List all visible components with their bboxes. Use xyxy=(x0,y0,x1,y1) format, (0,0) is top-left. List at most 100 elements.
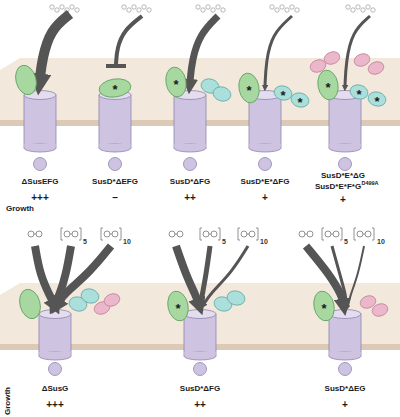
glycan-unit xyxy=(28,231,42,237)
strain-label: ΔSusG xyxy=(42,385,69,393)
superscript: D499A xyxy=(361,181,378,187)
glycan-unit xyxy=(357,231,371,237)
repeat-bracket xyxy=(61,228,81,240)
glycan-import-arrow xyxy=(348,246,364,306)
glycan-chain xyxy=(196,5,225,12)
glycan-unit xyxy=(241,231,255,237)
mutation-asterisk: * xyxy=(175,302,180,315)
growth-score: – xyxy=(112,193,118,203)
sus-d xyxy=(237,71,262,104)
repeat-bracket xyxy=(354,228,374,240)
strain-label: SusD*ΔEG xyxy=(325,385,366,393)
sus-e-domain xyxy=(348,83,369,101)
glycan-import-arrow xyxy=(190,16,218,82)
glycan-unit xyxy=(169,231,183,237)
strain-label: ΔSusEFG xyxy=(22,178,59,186)
glycan-unit xyxy=(299,231,313,237)
sus-f-domain xyxy=(366,60,385,77)
periplasmic-domain xyxy=(339,158,352,171)
glycan-import-arrow xyxy=(201,246,210,302)
sus-c-barrel xyxy=(99,91,131,153)
glycan-import-arrow xyxy=(265,16,292,86)
repeat-bracket xyxy=(101,228,121,240)
row-label: Growth xyxy=(4,387,12,415)
sus-e-domain xyxy=(225,289,246,307)
glycan-unit xyxy=(325,231,339,237)
glycan-import-arrow xyxy=(116,16,142,64)
sus-f-domain xyxy=(352,52,371,69)
glycan-import-arrow xyxy=(345,16,370,86)
sus-c-barrel xyxy=(174,91,206,153)
sus-d xyxy=(12,63,39,97)
repeat-count: 5 xyxy=(222,238,226,245)
sus-c-barrel xyxy=(329,91,361,153)
repeat-count: 5 xyxy=(83,238,87,245)
glycan-import-arrow xyxy=(35,246,53,302)
repeat-count: 5 xyxy=(344,238,348,245)
sus-d xyxy=(165,289,191,323)
sus-d xyxy=(311,289,337,323)
sus-d xyxy=(164,65,189,98)
mutation-asterisk: * xyxy=(297,96,302,109)
mutation-asterisk: * xyxy=(112,83,117,96)
repeat-count: 10 xyxy=(377,238,385,245)
glycan-chain xyxy=(270,5,299,12)
sus-f-domain xyxy=(308,58,327,75)
row-label: Growth xyxy=(6,205,34,213)
glycan-import-arrow xyxy=(332,246,346,304)
mutation-asterisk: * xyxy=(173,78,178,91)
sus-f-domain xyxy=(102,292,121,309)
repeat-bracket xyxy=(200,228,220,240)
mutation-asterisk: * xyxy=(280,89,285,102)
mutation-asterisk: * xyxy=(374,95,379,108)
sus-d xyxy=(98,77,132,99)
glycan-unit xyxy=(104,231,118,237)
strain-label: SusD*E*ΔG xyxy=(321,172,365,180)
glycan-chain xyxy=(122,5,151,12)
sus-c-barrel xyxy=(39,310,71,361)
growth-score: + xyxy=(342,400,348,410)
mutation-asterisk: * xyxy=(356,88,361,101)
glycan-unit xyxy=(203,231,217,237)
sus-e-domain xyxy=(272,84,293,102)
periplasmic-domain xyxy=(49,363,62,376)
strain-label: SusD*E*ΔFG xyxy=(241,178,290,186)
periplasmic-domain xyxy=(259,158,272,171)
sus-c-barrel xyxy=(329,310,361,361)
growth-score: + xyxy=(340,195,346,205)
strain-label: SusD*E*F*G xyxy=(315,183,361,191)
strain-label: SusD*ΔEFG xyxy=(92,178,138,186)
glycan-chain xyxy=(346,5,375,12)
growth-score: ++ xyxy=(194,400,206,410)
sus-d xyxy=(316,68,341,101)
repeat-count: 10 xyxy=(123,238,131,245)
sus-e-domain xyxy=(79,287,100,305)
block-bar xyxy=(106,66,126,67)
periplasmic-domain xyxy=(194,363,207,376)
sus-e-domain xyxy=(366,90,387,108)
mutation-asterisk: * xyxy=(246,84,251,97)
periplasmic-domain xyxy=(34,158,47,171)
growth-score: +++ xyxy=(46,400,64,410)
mutation-asterisk: * xyxy=(325,81,330,94)
sus-e-domain xyxy=(289,91,310,109)
sus-c-barrel xyxy=(24,91,56,153)
glycan-unit xyxy=(64,231,78,237)
sus-f-domain xyxy=(370,302,389,319)
repeat-count: 10 xyxy=(260,238,268,245)
repeat-bracket xyxy=(238,228,258,240)
sus-c-barrel xyxy=(184,310,216,361)
sus-d xyxy=(16,287,43,321)
growth-score: + xyxy=(262,193,268,203)
periplasmic-domain xyxy=(184,158,197,171)
repeat-bracket xyxy=(322,228,342,240)
glycan-chain xyxy=(50,5,79,12)
mutation-asterisk: * xyxy=(321,302,326,315)
strain-label: SusD*ΔFG xyxy=(170,178,210,186)
strain-label: SusD*ΔFG xyxy=(180,385,220,393)
periplasmic-domain xyxy=(339,363,352,376)
glycan-import-arrow xyxy=(40,14,70,78)
sus-e-domain xyxy=(211,85,232,103)
